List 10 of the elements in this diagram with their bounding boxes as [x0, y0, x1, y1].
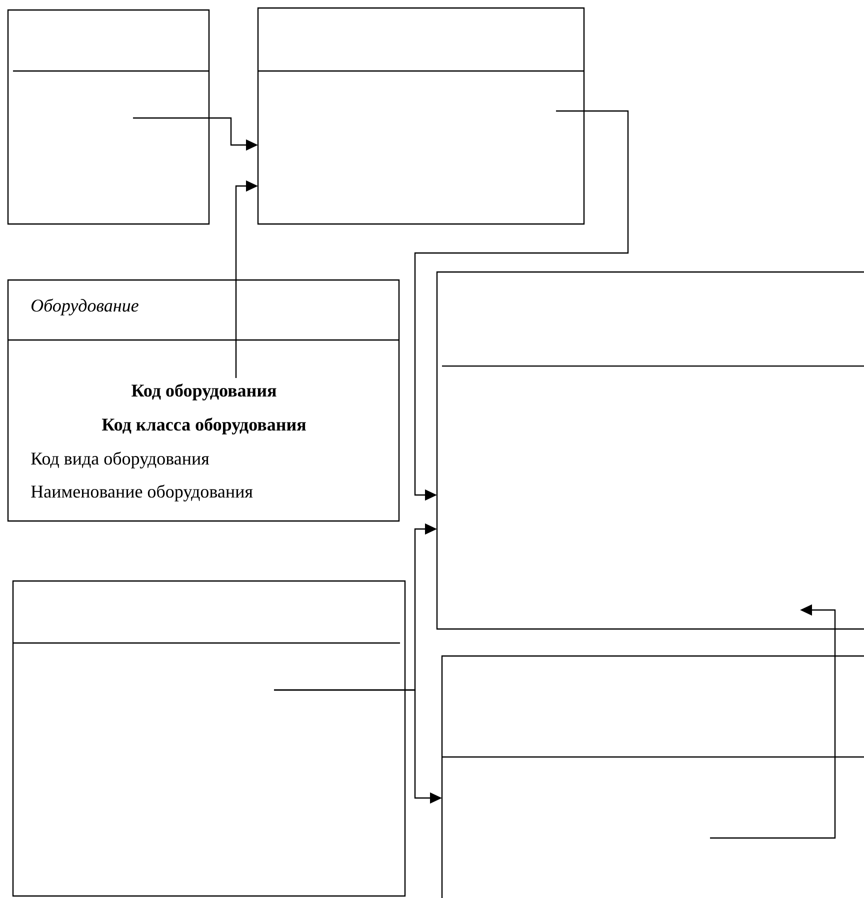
key-attribute: Код класса оборудования	[102, 418, 306, 434]
entity-title: Оборудование	[32, 298, 138, 316]
attribute-text: Код вида оборудования	[31, 452, 210, 468]
entity-box	[7, 9, 210, 225]
entity-box	[12, 580, 406, 897]
attribute-text: Наименование оборудования	[31, 484, 253, 502]
key-attribute: Код оборудования	[132, 384, 276, 400]
entity-box	[257, 7, 585, 225]
entity-box	[441, 655, 864, 898]
entity-box	[436, 271, 864, 630]
